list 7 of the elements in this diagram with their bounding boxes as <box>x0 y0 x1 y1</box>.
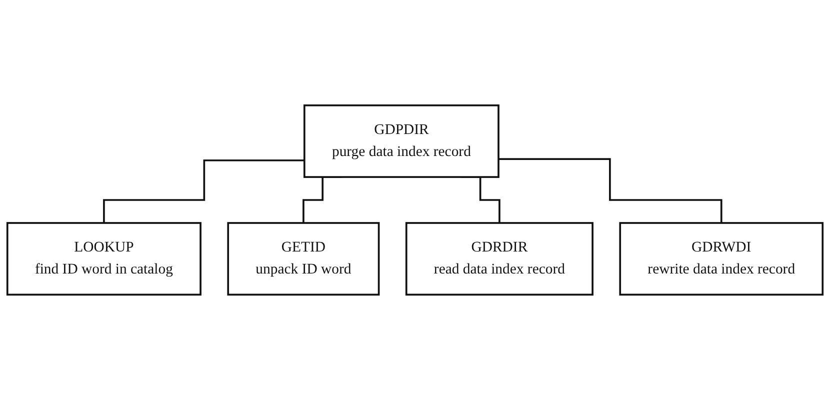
connector <box>103 160 304 224</box>
node-box: GDPDIR purge data index record <box>303 104 500 178</box>
node-box: LOOKUP find ID word in catalog <box>6 222 202 296</box>
connector <box>498 158 722 224</box>
node-box: GDRDIR read data index record <box>405 222 594 296</box>
node-box: GDRWDI rewrite data index record <box>619 222 824 296</box>
node-box: GETID unpack ID word <box>227 222 380 296</box>
